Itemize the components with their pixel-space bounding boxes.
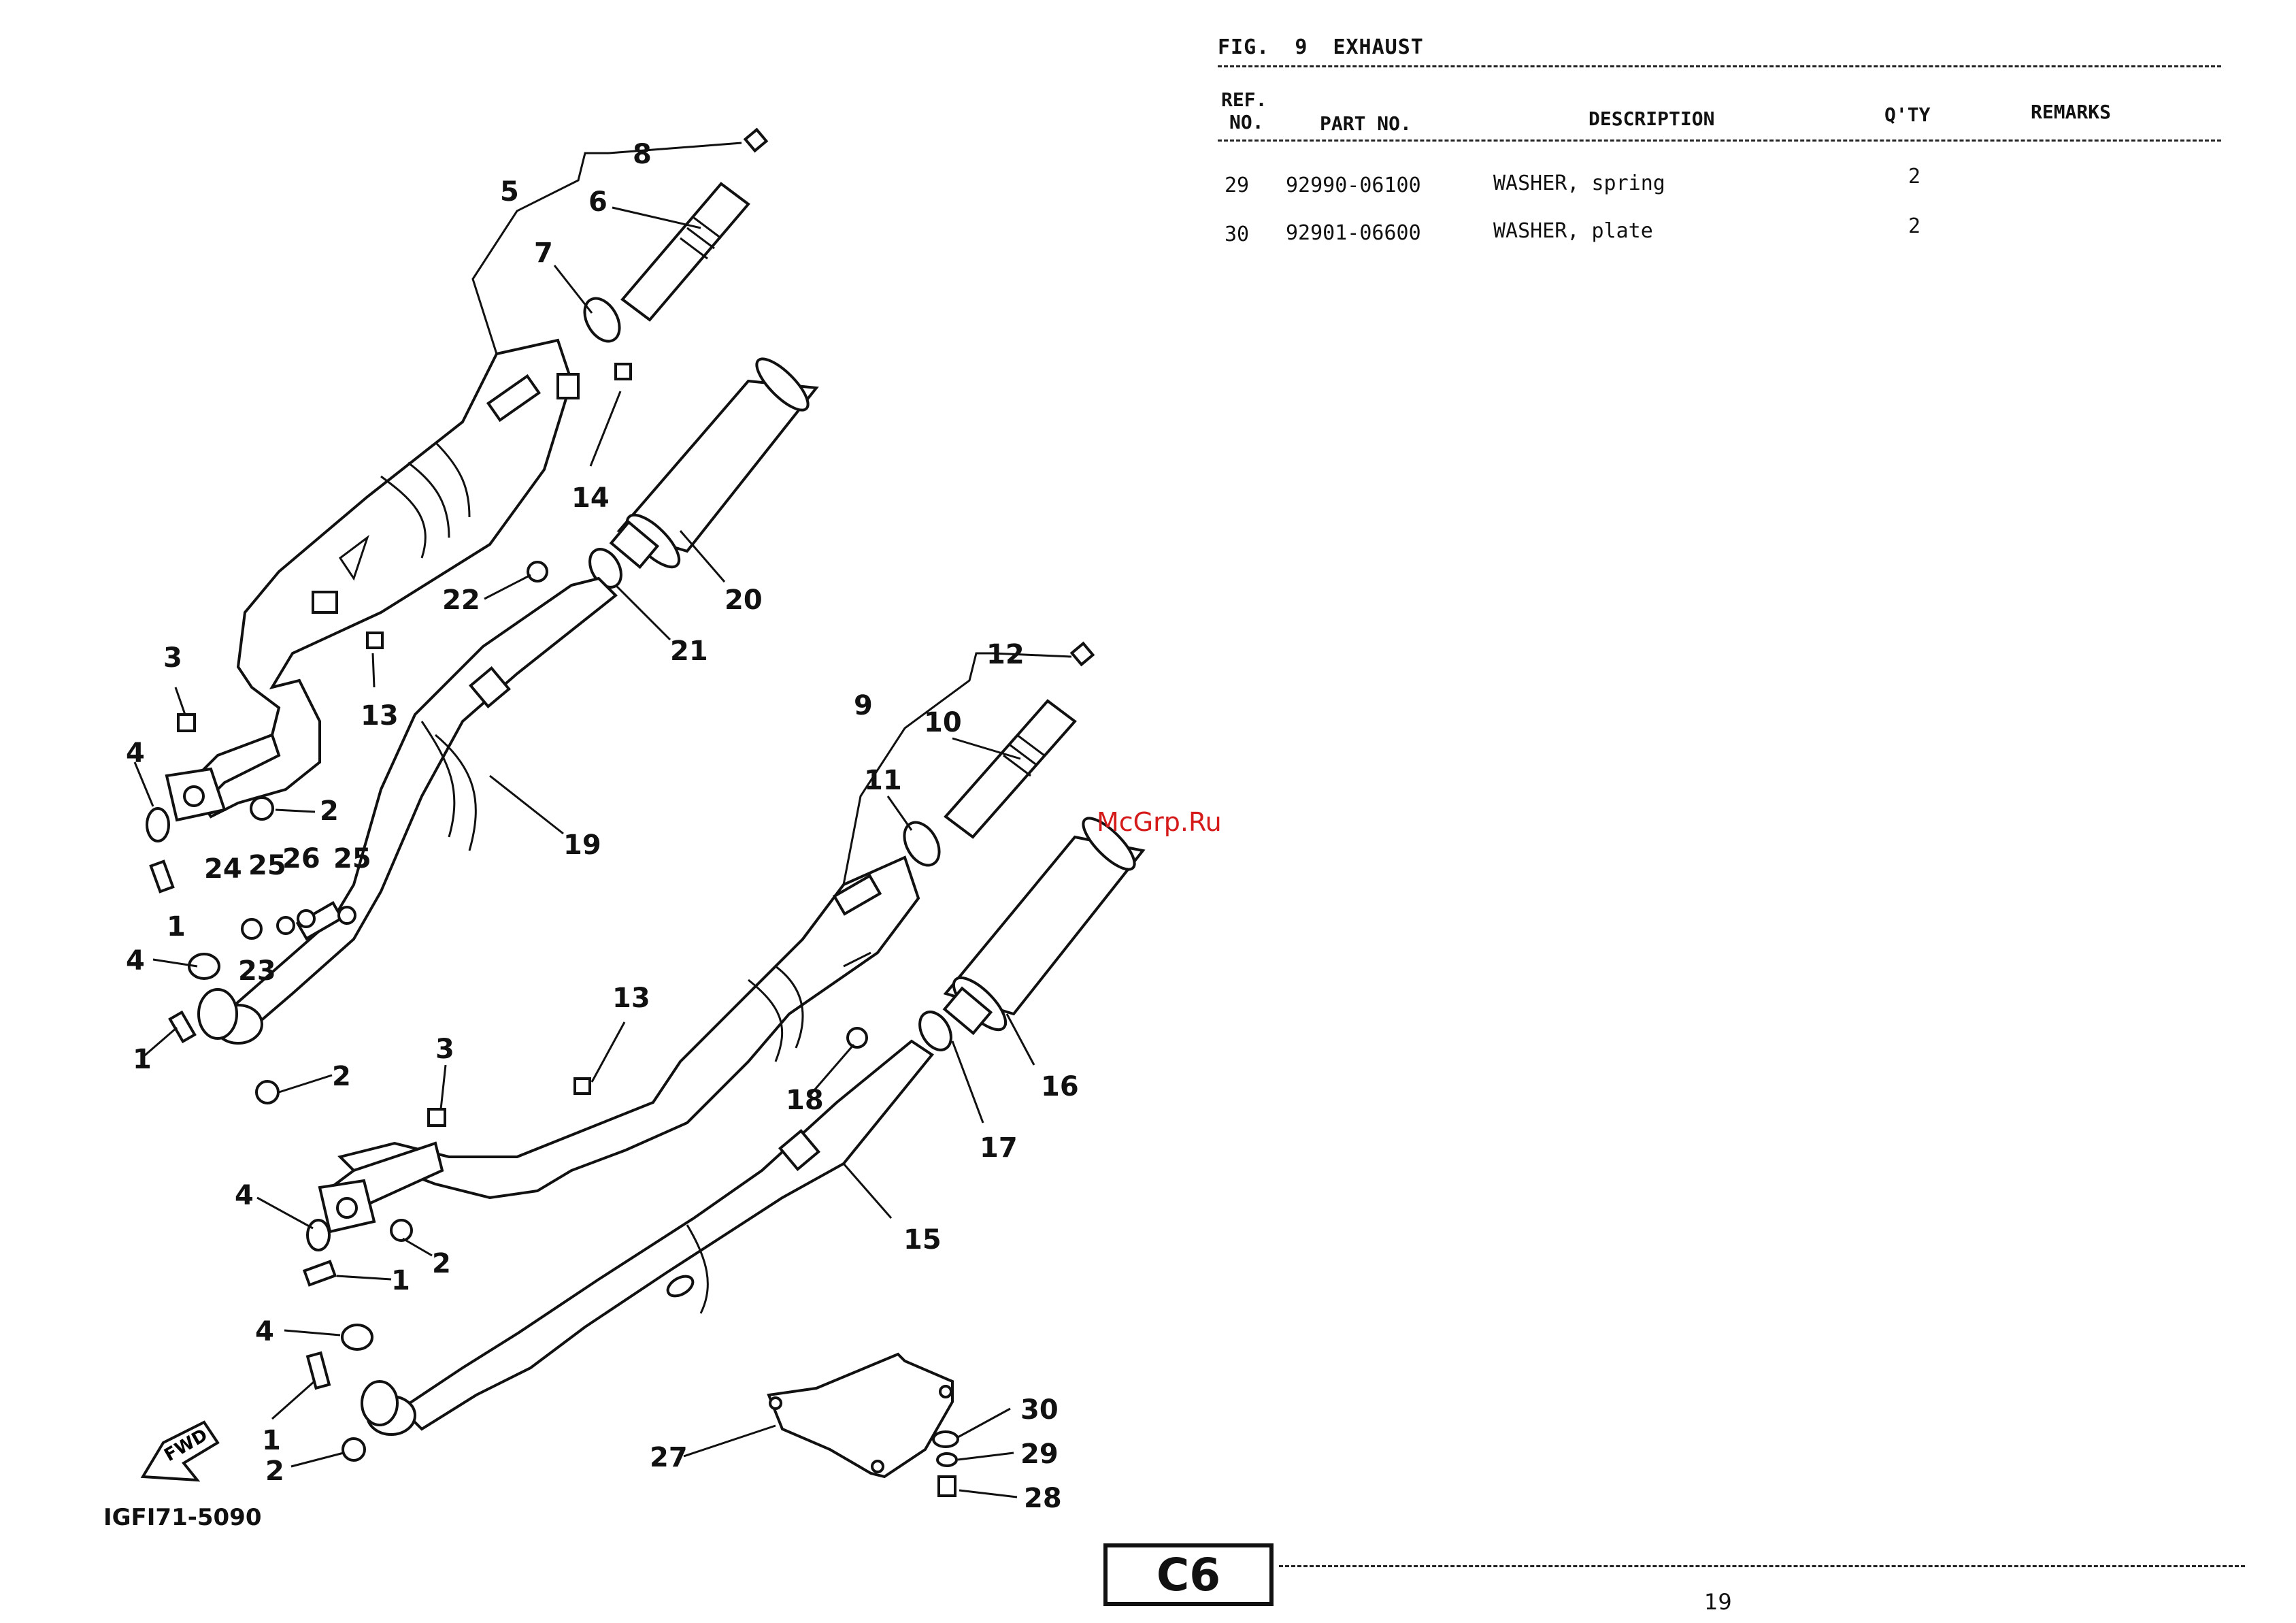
callout-1b: 1 [133, 1044, 152, 1075]
callout-24: 24 [204, 853, 242, 885]
row-ref: 29 [1225, 174, 1249, 197]
watermark: McGrp.Ru [1097, 807, 1222, 837]
callout-4d: 4 [255, 1316, 274, 1347]
callout-4: 4 [126, 738, 145, 769]
callout-11: 11 [864, 765, 902, 796]
fwd-arrow: FWD [143, 1422, 218, 1480]
callout-17: 17 [980, 1132, 1018, 1164]
callout-8: 8 [633, 139, 652, 170]
row-description: WASHER, spring [1493, 171, 1665, 195]
header-part-no: PART NO. [1320, 112, 1412, 135]
callout-2b: 2 [332, 1061, 351, 1092]
callout-15: 15 [903, 1224, 942, 1256]
callout-2: 2 [320, 796, 339, 827]
callout-9: 9 [854, 690, 873, 721]
table-header-rule [1218, 140, 2221, 142]
row-qty: 2 [1908, 214, 1920, 238]
upper-exhaust-pipe [170, 578, 616, 1103]
header-description: DESCRIPTION [1588, 108, 1714, 130]
row-ref: 30 [1225, 223, 1249, 246]
callout-3b: 3 [435, 1034, 454, 1065]
callout-26: 26 [282, 843, 320, 874]
callout-16: 16 [1041, 1071, 1079, 1102]
callout-25b: 25 [333, 843, 371, 874]
callout-28: 28 [1024, 1483, 1062, 1514]
table-top-rule [1218, 65, 2221, 67]
row-qty: 2 [1908, 165, 1920, 188]
page-number: 19 [1704, 1589, 1732, 1615]
callout-6: 6 [588, 186, 608, 218]
callout-25a: 25 [248, 850, 286, 881]
callout-21: 21 [670, 636, 708, 667]
exhaust-guard [769, 1354, 952, 1477]
lower-rod [946, 701, 1075, 837]
callout-30: 30 [1020, 1394, 1059, 1426]
callout-1c: 1 [391, 1265, 410, 1296]
callout-12: 12 [986, 639, 1025, 670]
row-description: WASHER, plate [1493, 219, 1653, 243]
callout-27: 27 [650, 1442, 688, 1473]
callout-5: 5 [500, 176, 519, 208]
upper-rod [622, 184, 748, 320]
callout-7: 7 [534, 237, 553, 269]
callout-1d: 1 [262, 1425, 281, 1456]
callout-29: 29 [1020, 1439, 1059, 1470]
exhaust-guard-group [769, 1354, 958, 1496]
diagram-code: IGFI71-5090 [103, 1504, 262, 1531]
figure-title: FIG. 9 EXHAUST [1218, 35, 1424, 59]
callout-2c: 2 [432, 1248, 451, 1279]
exhaust-exploded-diagram: FWD [0, 0, 1157, 1565]
callout-4b: 4 [126, 945, 145, 977]
callout-4c: 4 [235, 1180, 254, 1211]
callout-22: 22 [442, 585, 480, 616]
callout-10: 10 [924, 707, 962, 738]
figure-label: FIG. [1218, 35, 1269, 59]
callout-2d: 2 [265, 1456, 284, 1487]
callout-14: 14 [571, 482, 610, 514]
callout-1a: 1 [167, 911, 186, 942]
figure-number: 9 [1295, 35, 1308, 59]
callout-23: 23 [238, 955, 276, 987]
figure-name: EXHAUST [1333, 35, 1423, 59]
callout-18: 18 [786, 1085, 824, 1116]
callout-19: 19 [563, 830, 601, 861]
callout-13: 13 [361, 700, 399, 732]
row-part-no: 92990-06100 [1286, 174, 1421, 197]
header-remarks: REMARKS [2031, 101, 2111, 123]
header-qty: Q'TY [1884, 103, 1930, 126]
callout-3: 3 [163, 642, 182, 674]
callout-20: 20 [725, 585, 763, 616]
callout-13b: 13 [612, 983, 650, 1014]
footer-rule [1279, 1565, 2245, 1567]
row-part-no: 92901-06600 [1286, 221, 1421, 245]
header-ref: REF. NO. [1221, 88, 1267, 133]
section-code-box: C6 [1103, 1543, 1274, 1606]
